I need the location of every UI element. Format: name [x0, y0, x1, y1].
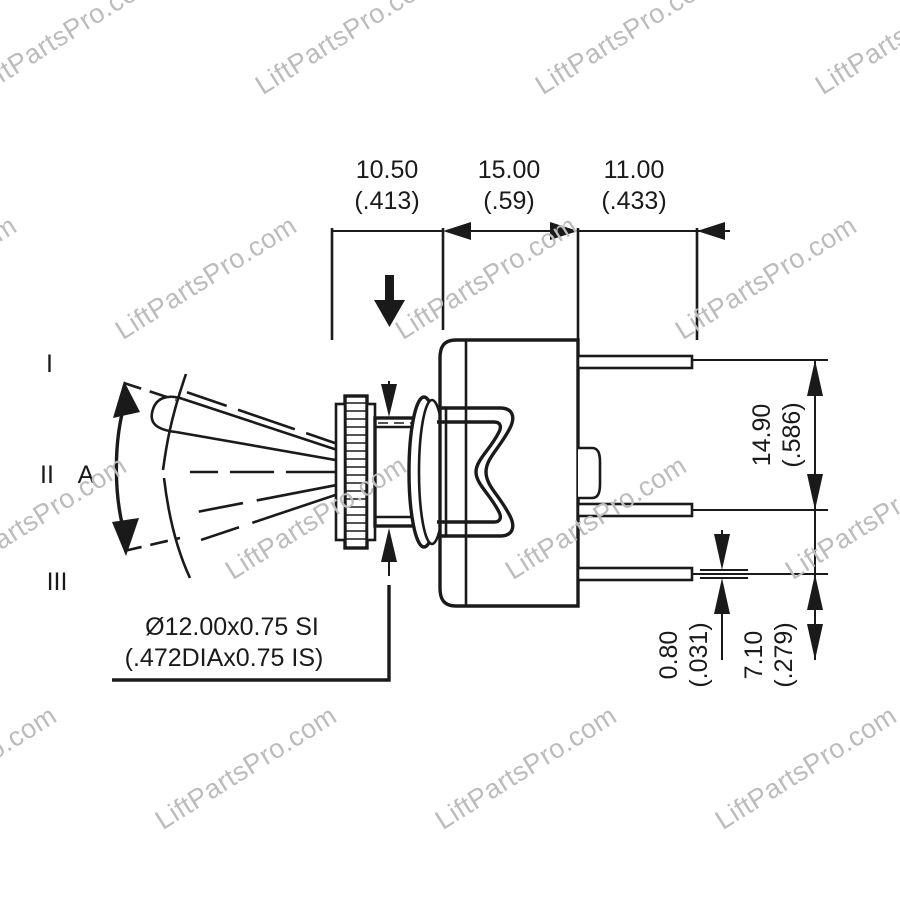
arrowhead-7-10-top	[807, 574, 823, 610]
dim-15-00-imperial: (.59)	[483, 187, 534, 215]
arrowhead-0-80-up	[714, 578, 730, 614]
arrowhead-15-right	[550, 222, 578, 240]
angle-a-indicator: A	[78, 381, 181, 556]
terminal-pin-bottom	[576, 566, 694, 582]
angle-arc	[114, 398, 129, 542]
thread-callout-leader	[112, 585, 391, 682]
dim-7-10-metric: 7.10	[740, 631, 768, 680]
thread-callout-imperial: (.472DIAx0.75 IS)	[125, 644, 324, 672]
bushing-top-dim-arrow	[381, 381, 397, 417]
angle-tick-upper	[123, 381, 177, 402]
dim-7-10-imperial: (.279)	[770, 622, 798, 687]
terminal-pin-top	[576, 354, 694, 370]
knurled-nut-left-collar	[334, 402, 347, 542]
angle-tick-lower	[123, 536, 181, 553]
right-dimension-texts: 14.90 (.586) 0.80 (.031) 7.10 (.279)	[655, 402, 806, 687]
dim-15-00-metric: 15.00	[478, 156, 541, 184]
spring-bracket-inner	[437, 420, 503, 524]
terminal-pin-middle	[576, 502, 694, 518]
arrowhead-11-right	[697, 222, 725, 240]
position-labels: I II III	[40, 350, 67, 596]
switch-body-detent	[578, 446, 602, 500]
bushing-bottom-dim-arrow	[381, 528, 397, 576]
arrowhead-7-10-bottom	[807, 624, 823, 660]
thread-callout: Ø12.00x0.75 SI (.472DIAx0.75 IS)	[112, 585, 391, 682]
arc-travel-lower	[162, 477, 192, 579]
lever-pos-i-cap	[150, 395, 184, 434]
arrowhead-15-left	[443, 222, 471, 240]
top-dimension-lines	[330, 222, 730, 340]
dim-10-50-metric: 10.50	[356, 156, 419, 184]
angle-a-label: A	[78, 461, 95, 489]
switch-body	[437, 338, 602, 608]
bushing-leader-arrow	[374, 275, 405, 327]
dim-14-90-metric: 14.90	[748, 404, 776, 467]
knurl-hatching	[345, 402, 367, 540]
thread-callout-metric: Ø12.00x0.75 SI	[145, 613, 319, 641]
arrowhead-14-90-bottom	[807, 474, 823, 510]
arc-travel-upper	[161, 373, 188, 471]
leader-arrow-shaft	[385, 275, 394, 313]
switch-body-outline	[438, 338, 580, 608]
dim-11-00-imperial: (.433)	[601, 187, 666, 215]
dim-14-90-imperial: (.586)	[778, 402, 806, 467]
position-iii-label: III	[47, 568, 68, 596]
dim-0-80-metric: 0.80	[655, 631, 683, 680]
dim-11-00-metric: 11.00	[604, 156, 665, 184]
dim-0-80-imperial: (.031)	[685, 622, 713, 687]
bushing-top-arrow-head	[381, 384, 397, 417]
spring-bracket-outer	[437, 406, 515, 538]
right-dimension-lines	[692, 359, 828, 660]
angle-arrow-upper	[113, 381, 140, 418]
angle-arrow-lower	[112, 518, 139, 556]
knurled-nut	[334, 394, 377, 550]
dim-10-50-imperial: (.413)	[354, 187, 419, 215]
position-ii-label: II	[40, 461, 54, 489]
top-dimension-texts: 10.50 (.413) 15.00 (.59) 11.00 (.433)	[354, 156, 666, 215]
position-i-label: I	[46, 350, 53, 378]
bushing-bottom-arrow-head	[381, 528, 397, 562]
arrowhead-14-90-top	[807, 360, 823, 396]
leader-arrow-head	[374, 300, 405, 327]
arrowhead-0-80-down	[714, 534, 730, 570]
